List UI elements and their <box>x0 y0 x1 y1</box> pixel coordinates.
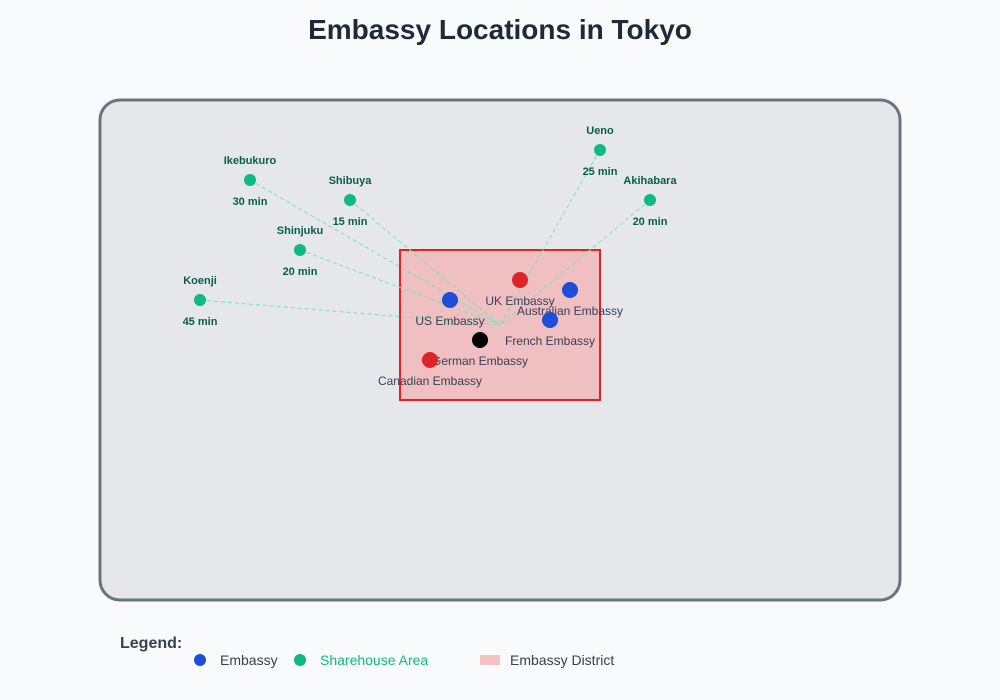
district-legend-icon <box>480 655 500 665</box>
area-name: Ueno <box>586 125 614 137</box>
route-line <box>199 299 501 326</box>
area-name: Shibuya <box>329 175 373 187</box>
embassy-label: UK Embassy <box>485 294 554 308</box>
sharehouse-legend-icon <box>294 654 306 666</box>
embassy-legend-icon <box>194 654 206 666</box>
area-name: Ikebukuro <box>224 155 277 167</box>
page-title: Embassy Locations in Tokyo <box>308 14 692 45</box>
legend-district: Embassy District <box>510 652 615 668</box>
area-name: Koenji <box>183 275 217 287</box>
embassy-marker[interactable] <box>562 282 578 298</box>
embassy-label: French Embassy <box>505 334 595 348</box>
sharehouse-marker[interactable] <box>594 144 606 156</box>
embassy-label: Australian Embassy <box>517 304 623 318</box>
area-name: Shinjuku <box>277 225 323 237</box>
commute-time: 20 min <box>283 266 318 278</box>
sharehouse-marker[interactable] <box>194 294 206 306</box>
route-line <box>499 199 651 326</box>
embassy-marker[interactable] <box>512 272 528 288</box>
route-line <box>499 149 601 326</box>
legend-embassy: Embassy <box>220 652 278 668</box>
embassy-marker[interactable] <box>472 332 488 348</box>
embassy-marker[interactable] <box>422 352 438 368</box>
embassy-label: German Embassy <box>432 354 528 368</box>
commute-time: 15 min <box>333 216 368 228</box>
sharehouse-marker[interactable] <box>244 174 256 186</box>
sharehouse-marker[interactable] <box>344 194 356 206</box>
embassy-marker[interactable] <box>442 292 458 308</box>
embassy-marker[interactable] <box>542 312 558 328</box>
sharehouse-marker[interactable] <box>294 244 306 256</box>
legend-sharehouse: Sharehouse Area <box>320 652 429 668</box>
route-line <box>299 249 501 326</box>
commute-time: 25 min <box>583 166 618 178</box>
route-line <box>249 179 501 326</box>
commute-time: 30 min <box>233 196 268 208</box>
legend-title: Legend: <box>120 635 183 652</box>
commute-time: 45 min <box>183 316 218 328</box>
sharehouse-marker[interactable] <box>644 194 656 206</box>
commute-time: 20 min <box>633 216 668 228</box>
embassy-label: Canadian Embassy <box>378 374 482 388</box>
embassy-district <box>399 249 601 401</box>
area-name: Akihabara <box>623 175 677 187</box>
route-line <box>349 199 501 326</box>
embassy-label: US Embassy <box>415 314 484 328</box>
